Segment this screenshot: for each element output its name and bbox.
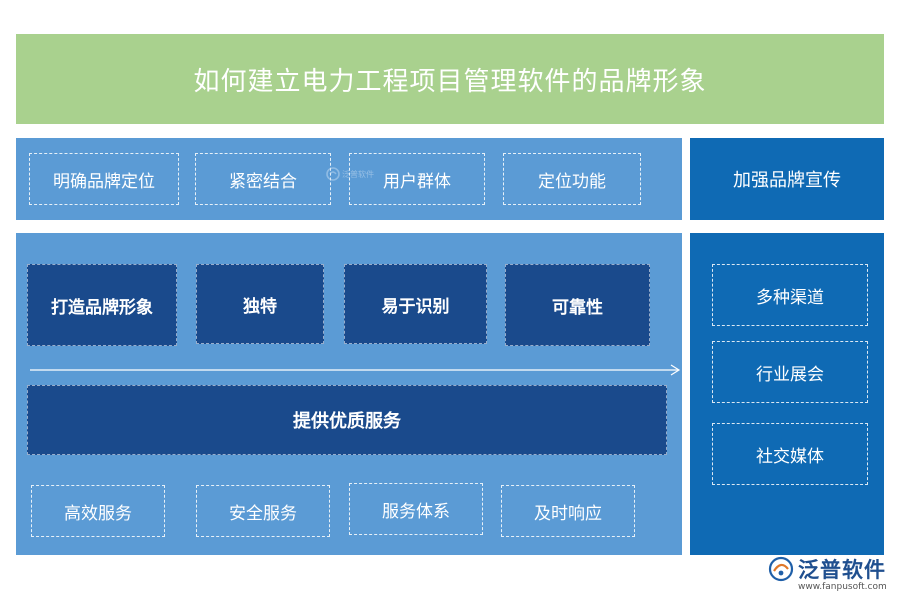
top-box-2: 紧密结合 — [195, 153, 331, 205]
center-watermark-text: 泛普软件 — [342, 169, 374, 179]
image-box-1: 打造品牌形象 — [27, 264, 177, 346]
flow-arrow-icon — [30, 364, 681, 376]
image-box-2: 独特 — [196, 264, 324, 344]
image-box-4: 可靠性 — [505, 264, 650, 346]
service-heading: 提供优质服务 — [27, 385, 667, 455]
service-box-1: 高效服务 — [31, 485, 165, 537]
brand-promo-panel — [690, 233, 884, 555]
promo-box-2: 行业展会 — [712, 341, 868, 403]
brand-name: 泛普软件 — [798, 558, 886, 582]
promo-box-3: 社交媒体 — [712, 423, 868, 485]
brand-watermark: 泛普软件 www.fanpusoft.com — [768, 554, 894, 596]
brand-url: www.fanpusoft.com — [798, 582, 887, 592]
promo-box-1: 多种渠道 — [712, 264, 868, 326]
fanpu-logo-icon — [326, 167, 340, 181]
service-box-4: 及时响应 — [501, 485, 635, 537]
service-box-3: 服务体系 — [349, 483, 483, 535]
top-box-4: 定位功能 — [503, 153, 641, 205]
fanpu-logo-icon — [768, 556, 794, 582]
top-box-1: 明确品牌定位 — [29, 153, 179, 205]
service-box-2: 安全服务 — [196, 485, 330, 537]
brand-promo-heading: 加强品牌宣传 — [690, 138, 884, 220]
center-watermark: 泛普软件 — [326, 167, 374, 181]
diagram-title: 如何建立电力工程项目管理软件的品牌形象 — [16, 34, 884, 124]
top-box-3: 用户群体 — [349, 153, 485, 205]
image-box-3: 易于识别 — [344, 264, 487, 344]
